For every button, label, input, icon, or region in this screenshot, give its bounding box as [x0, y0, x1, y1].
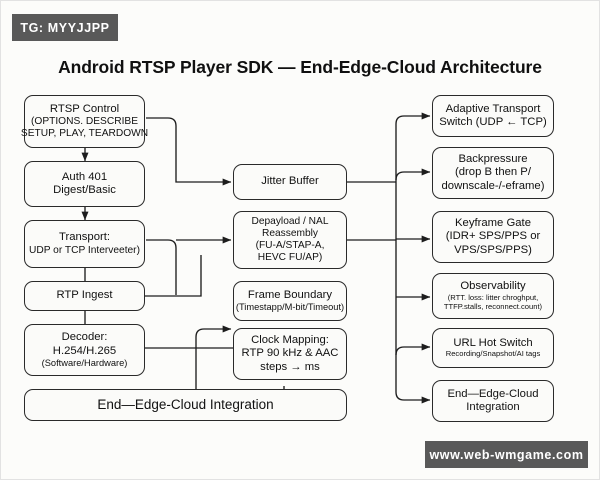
node-line: Integration	[466, 401, 520, 413]
node-line: End—Edge-Cloud Integration	[97, 397, 274, 413]
wire-rtsp-to-jitter	[146, 117, 232, 186]
node-line: TTFP.stalls, reconnect.count)	[443, 301, 543, 311]
node-line: Clock Mapping:	[251, 334, 329, 346]
node-line: Observability	[460, 280, 526, 293]
node-line: Adaptive Transport	[445, 102, 541, 115]
node-line: VPS/SPS/PPS)	[454, 243, 532, 256]
node-line: Decoder:	[61, 331, 108, 344]
node-line: (FU-A/STAP-A,	[255, 240, 325, 251]
node-adaptive-transport-switch[interactable]: Adaptive Transport Switch (UDP ← TCP)	[432, 95, 554, 137]
node-rtp-ingest[interactable]: RTP Ingest	[24, 281, 145, 311]
node-line: Auth 401	[61, 170, 108, 183]
node-line: Depayload / NAL	[251, 215, 329, 227]
telegram-watermark-badge: TG: MYYJJPP	[12, 14, 118, 41]
node-line: UDP or TCP Interveeter)	[29, 244, 140, 256]
wire-bus-to-adaptive-transport	[395, 112, 431, 125]
wire-bus-to-frame-boundary	[195, 325, 232, 338]
diagram-title: Android RTSP Player SDK — End-Edge-Cloud…	[58, 57, 542, 77]
wire-bus-to-url-hot-switch	[395, 343, 431, 356]
node-line: (Timestapp/M-bit/Timeout)	[235, 302, 345, 313]
node-jitter-buffer[interactable]: Jitter Buffer	[233, 164, 347, 200]
node-auth-401[interactable]: Auth 401 Digest/Basic	[24, 161, 145, 207]
node-observability[interactable]: Observability (RTT. loss: litter chroghp…	[432, 273, 554, 319]
node-line: RTP Ingest	[56, 289, 113, 302]
wire-bus-to-end-edge-cloud	[395, 391, 431, 404]
node-end-edge-cloud-right[interactable]: End—Edge-Cloud Integration	[432, 380, 554, 422]
website-watermark-badge: www.web-wmgame.com	[425, 441, 588, 468]
node-line: (OPTIONS. DESCRIBE	[31, 116, 138, 128]
node-line: Backpressure	[458, 153, 528, 165]
node-line: RTSP Control	[49, 102, 120, 115]
node-line: Reassembly	[261, 227, 319, 239]
node-line: RTP 90 kHz & AAC	[241, 347, 339, 360]
node-decoder[interactable]: Decoder: H.254/H.265 (Software/Hardware)	[24, 324, 145, 376]
node-line: (drop B then P/	[455, 166, 531, 179]
node-line: Jitter Buffer	[261, 175, 319, 188]
node-line: Digest/Basic	[53, 184, 116, 196]
node-line: (RTT. loss: litter chroghput,	[447, 292, 539, 302]
node-line: (IDR+ SPS/PPS or	[445, 230, 541, 243]
node-rtsp-control[interactable]: RTSP Control (OPTIONS. DESCRIBE SETUP, P…	[20, 95, 149, 148]
node-line: H.254/H.265	[52, 344, 117, 357]
node-frame-boundary[interactable]: Frame Boundary (Timestapp/M-bit/Timeout)	[233, 281, 347, 321]
node-line: downscale-/-eframe)	[441, 179, 545, 192]
wire-bus-to-backpressure	[395, 168, 431, 181]
node-line: HEVC FU/AP)	[257, 252, 323, 264]
node-line: Switch (UDP ← TCP)	[439, 116, 547, 128]
node-keyframe-gate[interactable]: Keyframe Gate (IDR+ SPS/PPS or VPS/SPS/P…	[432, 211, 554, 263]
node-line: Transport:	[58, 231, 111, 244]
node-line: Frame Boundary	[247, 288, 333, 301]
node-line: Recording/Snapshot/AI tags	[445, 349, 541, 359]
node-depayload-nal[interactable]: Depayload / NAL Reassembly (FU-A/STAP-A,…	[233, 211, 347, 269]
node-backpressure[interactable]: Backpressure (drop B then P/ downscale-/…	[432, 147, 554, 199]
node-line: (Software/Hardware)	[41, 357, 128, 368]
node-end-edge-cloud-integration[interactable]: End—Edge-Cloud Integration	[24, 389, 347, 421]
node-url-hot-switch[interactable]: URL Hot Switch Recording/Snapshot/AI tag…	[432, 328, 554, 368]
node-clock-mapping[interactable]: Clock Mapping: RTP 90 kHz & AAC steps → …	[233, 328, 347, 380]
node-line: SETUP, PLAY, TEARDOWN	[20, 128, 149, 140]
node-line: steps → ms	[260, 360, 320, 373]
wire-transport-down-bus	[146, 239, 177, 295]
node-line: Keyframe Gate	[455, 217, 531, 229]
node-line: End—Edge-Cloud	[447, 387, 539, 400]
node-transport[interactable]: Transport: UDP or TCP Interveeter)	[24, 220, 145, 268]
node-line: URL Hot Switch	[453, 336, 533, 349]
